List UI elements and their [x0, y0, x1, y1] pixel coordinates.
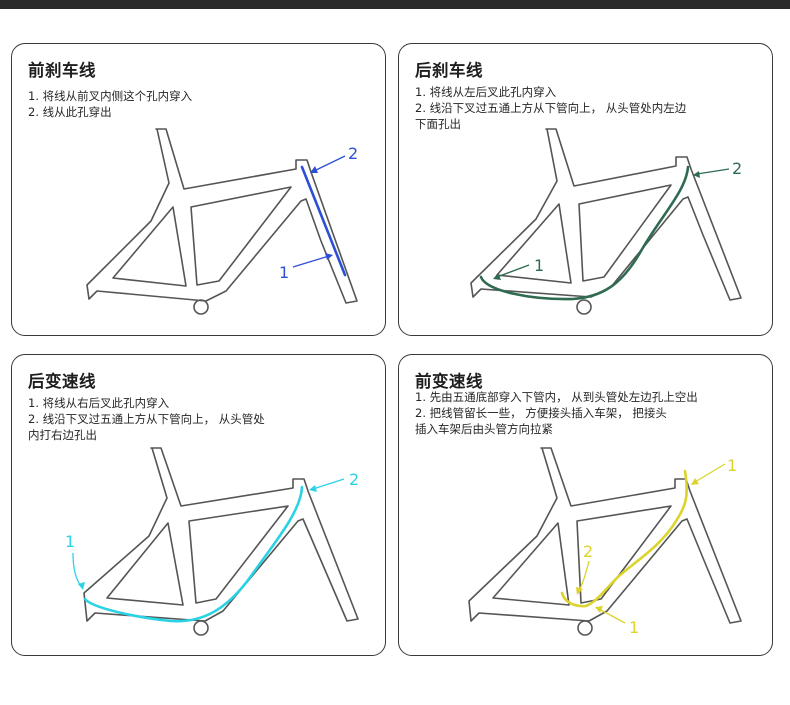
arrowhead-2 — [693, 171, 700, 178]
marker-2: 2 — [348, 144, 358, 163]
panel-title: 前变速线 — [415, 372, 483, 391]
bottom-bracket — [193, 620, 209, 636]
marker-1: 1 — [65, 532, 75, 551]
cable-route — [479, 165, 690, 301]
cable-route — [560, 469, 688, 608]
frame-diagram-front-brake: 1 2 — [86, 128, 358, 315]
panel-title: 后变速线 — [28, 372, 96, 391]
marker-2: 2 — [349, 470, 359, 489]
frame-diagram-rear-brake: 1 2 — [470, 128, 742, 315]
frame-inner-rear-triangle — [112, 206, 187, 287]
panel-title: 前刹车线 — [28, 61, 96, 80]
cable-route — [300, 165, 347, 277]
step-2-cont: 内打右边孔出 — [28, 428, 97, 442]
bottom-bracket — [193, 299, 209, 315]
step-2-cont: 插入车架后由头管方向拉紧 — [415, 422, 553, 436]
frame-inner-rear-triangle — [106, 522, 184, 606]
frame-outline — [470, 128, 742, 301]
panel-front-derailleur-cable: 1 2 1 前变速线 1. 先由五通底部穿入下管内， 从到头管处左边孔上空出 2… — [398, 354, 773, 656]
panel-rear-derailleur-cable: 1 2 后变速线 1. 将线从右后叉此孔内穿入 2. 线沿下叉过五通上方从下管向… — [11, 354, 386, 656]
cable-route — [83, 485, 304, 623]
panel-front-brake-cable: 1 2 前刹车线 1. 将线从前叉内侧这个孔内穿入 2. 线从此孔穿出 — [11, 43, 386, 336]
marker-2: 2 — [583, 542, 593, 561]
frame-inner-front-triangle — [578, 184, 672, 282]
arrowhead-2 — [310, 166, 318, 173]
arrow-1 — [496, 264, 530, 278]
frame-inner-rear-triangle — [492, 522, 570, 606]
frame-inner-front-triangle — [188, 505, 289, 604]
arrowhead-1 — [493, 273, 501, 280]
step-1: 1. 将线从右后叉此孔内穿入 — [28, 396, 170, 410]
arrow-1 — [72, 552, 82, 587]
step-2: 2. 线沿下叉过五通上方从下管向上， 从头管处内左边 — [415, 101, 687, 115]
arrowhead-1 — [78, 582, 85, 590]
top-bar — [0, 0, 790, 9]
bottom-bracket — [576, 299, 592, 315]
frame-outline — [468, 447, 742, 624]
marker-1: 1 — [279, 263, 289, 282]
step-1: 1. 将线从前叉内侧这个孔内穿入 — [28, 89, 193, 103]
panel-title: 后刹车线 — [415, 61, 483, 80]
step-2-cont: 下面孔出 — [415, 117, 461, 131]
arrow-2 — [696, 168, 730, 175]
arrowhead-1 — [325, 253, 333, 260]
arrow-1-bottom — [598, 608, 626, 624]
frame-inner-rear-triangle — [496, 203, 572, 284]
arrow-1 — [292, 255, 330, 268]
arrowhead-2 — [309, 485, 317, 492]
frame-outline — [83, 447, 359, 622]
step-1: 1. 将线从左后叉此孔内穿入 — [415, 85, 557, 99]
arrow-2 — [578, 560, 590, 592]
step-1: 1. 先由五通底部穿入下管内， 从到头管处左边孔上空出 — [415, 390, 698, 404]
arrow-2 — [312, 478, 345, 490]
bottom-bracket — [577, 620, 593, 636]
marker-1-bottom: 1 — [629, 618, 639, 637]
panel-rear-brake-cable: 1 2 后刹车线 1. 将线从左后叉此孔内穿入 2. 线沿下叉过五通上方从下管向… — [398, 43, 773, 336]
arrowhead-1-top — [691, 478, 699, 485]
marker-2: 2 — [732, 159, 742, 178]
arrowhead-2 — [576, 587, 583, 595]
step-2: 2. 线从此孔穿出 — [28, 105, 112, 119]
step-2: 2. 把线管留长一些， 方便接头插入车架， 把接头 — [415, 406, 667, 420]
arrow-2 — [313, 155, 346, 172]
arrowhead-1-bottom — [595, 606, 603, 613]
step-2: 2. 线沿下叉过五通上方从下管向上， 从头管处 — [28, 412, 265, 426]
frame-outline — [86, 128, 358, 304]
frame-inner-front-triangle — [190, 186, 292, 286]
frame-inner-front-triangle — [576, 505, 672, 604]
frame-diagram-front-derailleur: 1 2 1 — [468, 447, 742, 637]
marker-1: 1 — [534, 256, 544, 275]
marker-1-top: 1 — [727, 456, 737, 475]
frame-diagram-rear-derailleur: 1 2 — [65, 447, 359, 636]
arrow-1-top — [694, 463, 726, 483]
